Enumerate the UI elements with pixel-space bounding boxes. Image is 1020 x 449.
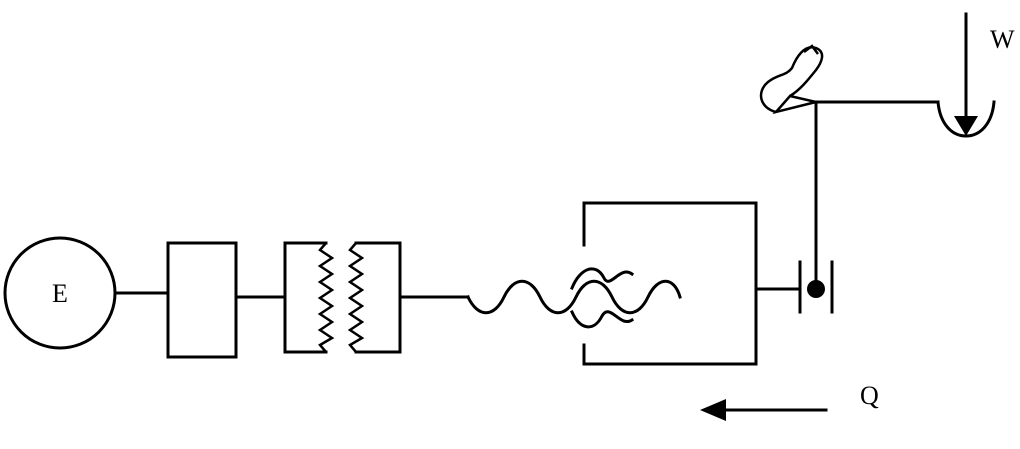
flow-arrow-head (700, 399, 726, 421)
chamber (582, 201, 758, 366)
transformer-left-winding (317, 242, 335, 353)
lower-wave (570, 310, 635, 329)
flow-arrow: Q (700, 381, 879, 421)
pivot-tip (803, 44, 819, 55)
pivot-arm (772, 94, 817, 115)
block-unit (166, 241, 238, 359)
pivot-mechanism (759, 44, 824, 115)
wave-emitter (466, 267, 682, 329)
piston-assembly (798, 100, 834, 314)
transformer (283, 241, 402, 354)
transformer-right-frame (354, 241, 402, 354)
load-arrow-head (954, 116, 978, 136)
transformer-left-frame (283, 241, 328, 354)
chamber-frame (582, 201, 758, 366)
load-label: W (990, 25, 1015, 54)
source-label: E (52, 279, 68, 308)
flow-label: Q (860, 381, 879, 410)
load-arrow: W (954, 12, 1015, 136)
upper-wave (570, 267, 635, 290)
pivot-head (759, 46, 824, 114)
main-wave (466, 279, 682, 315)
source-node: E (3, 236, 117, 350)
transformer-right-winding (347, 242, 365, 353)
